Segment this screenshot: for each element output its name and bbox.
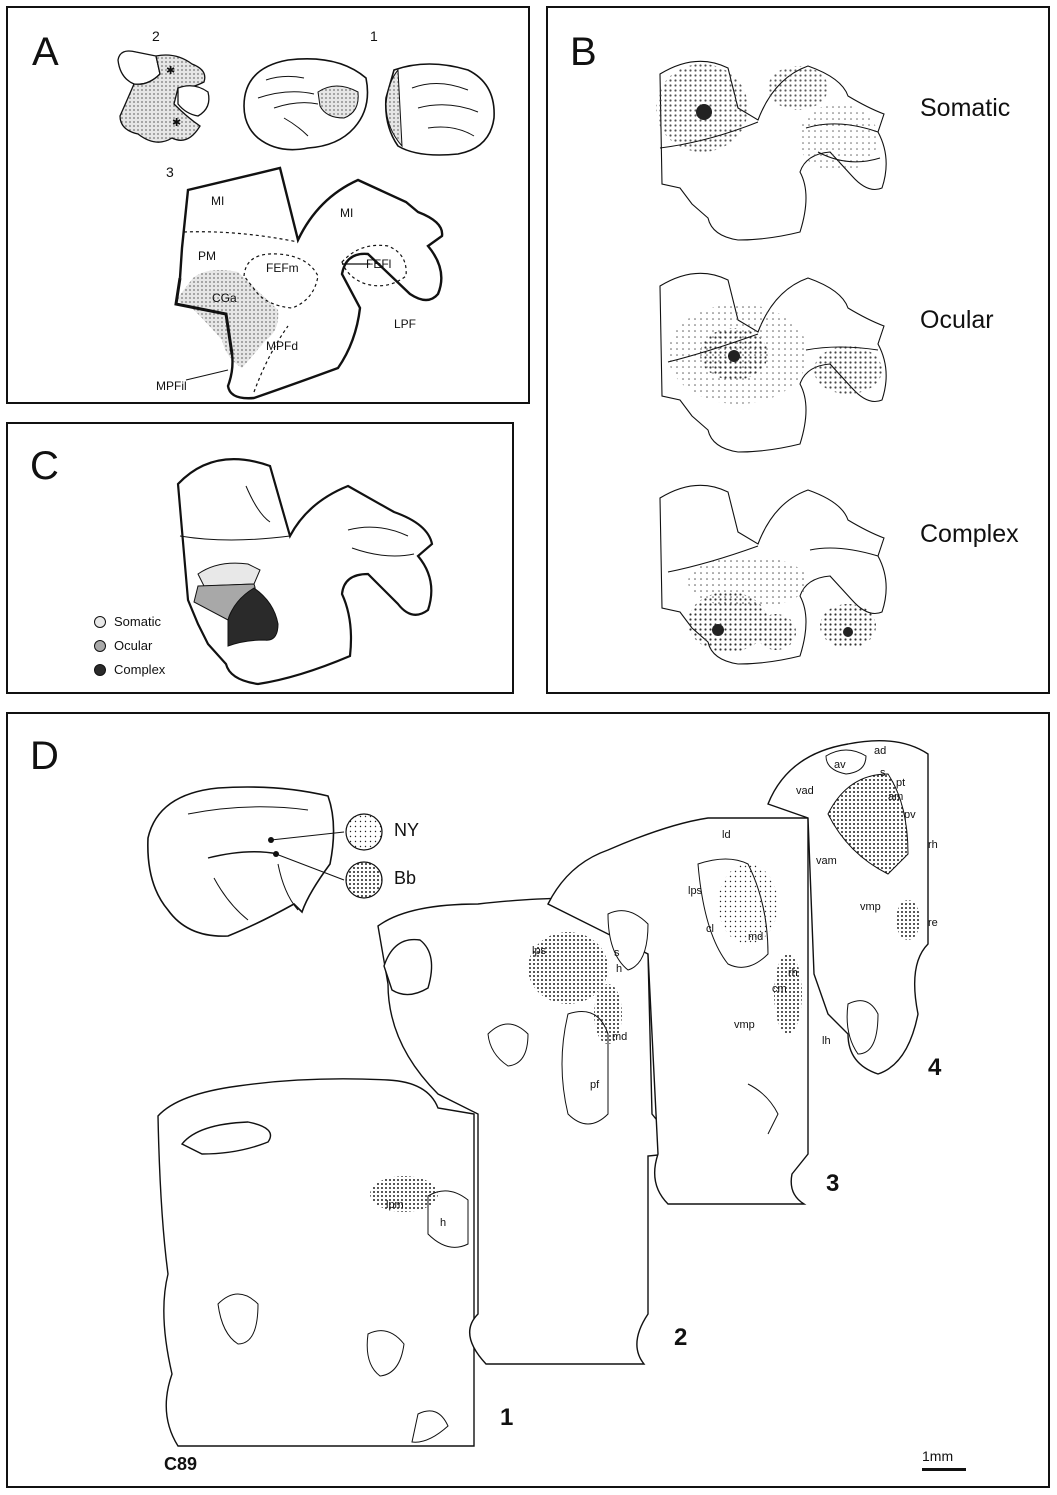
panel-a-drawing: ✱ ✱ [8,8,532,406]
ocular-density-map [660,273,886,452]
nucleus-label: s [614,947,620,959]
unfolded-map-large: MI MI PM FEFm FEFl CGa MPFd LPF MPFil [156,168,442,398]
swatch-complex [94,664,106,676]
nucleus-label: ld [722,829,731,841]
legend-ocular: Ocular [94,638,152,653]
injection-site-inset [148,787,382,936]
panel-b-density-maps [548,8,1052,696]
legend-label: Somatic [114,614,161,629]
nucleus-label: s [880,767,886,779]
swatch-ocular [94,640,106,652]
complex-density-map [660,485,886,664]
panel-c-summary-map [8,424,516,696]
nucleus-label: re [928,917,938,929]
legend-label: Ocular [114,638,152,653]
nucleus-label: lh [822,1035,831,1047]
panel-b: B Somatic Ocular Complex [546,6,1050,694]
region-label: MPFil [156,379,187,393]
brain-medial-view [386,64,494,155]
panel-a: A 2 1 3 ✱ ✱ [6,6,530,404]
nucleus-label: h [440,1217,446,1229]
nucleus-label: lps [688,885,703,897]
nucleus-label: vam [816,855,837,867]
nucleus-label: lpm [386,1199,404,1211]
somatic-density-map [656,61,886,240]
nucleus-label: pv [904,809,916,821]
nucleus-label: rh [928,839,938,851]
svg-text:✱: ✱ [172,117,181,129]
region-label: FEFm [266,261,299,275]
legend-somatic: Somatic [94,614,161,629]
section-1 [158,1079,474,1446]
region-label: CGa [212,291,237,305]
legend-complex: Complex [94,662,165,677]
nucleus-label: am [888,791,903,803]
nucleus-label: lps [532,945,547,957]
brain-lateral-view [244,59,368,150]
nucleus-label: vmp [860,901,881,913]
nucleus-label: pt [896,777,905,789]
swatch-somatic [94,616,106,628]
region-label: MI [340,206,353,220]
svg-text:✱: ✱ [166,65,175,77]
unfolded-map-small: ✱ ✱ [118,51,209,142]
region-label: MPFd [266,339,298,353]
nucleus-label: ad [874,745,886,757]
panel-c: C Somatic Ocular Complex [6,422,514,694]
nucleus-label: vad [796,785,814,797]
region-label: FEFl [366,257,391,271]
nucleus-label: md [612,1031,627,1043]
nucleus-label: av [834,759,846,771]
nucleus-label: vmp [734,1019,755,1031]
nucleus-label: md [748,931,763,943]
panel-d: D NY Bb 1 2 3 4 C89 1mm [6,712,1050,1488]
nucleus-label: cl [706,923,714,935]
region-label: LPF [394,317,416,331]
nucleus-label: rh [788,967,798,979]
region-label: MI [211,194,224,208]
nucleus-label: pf [590,1079,600,1091]
legend-label: Complex [114,662,165,677]
panel-d-thalamic-sections: ad av s pt am pv vad rh ld vam lps vmp r… [8,714,1052,1490]
nucleus-label: cm [772,983,787,995]
region-label: PM [198,249,216,263]
nucleus-label: h [616,963,622,975]
